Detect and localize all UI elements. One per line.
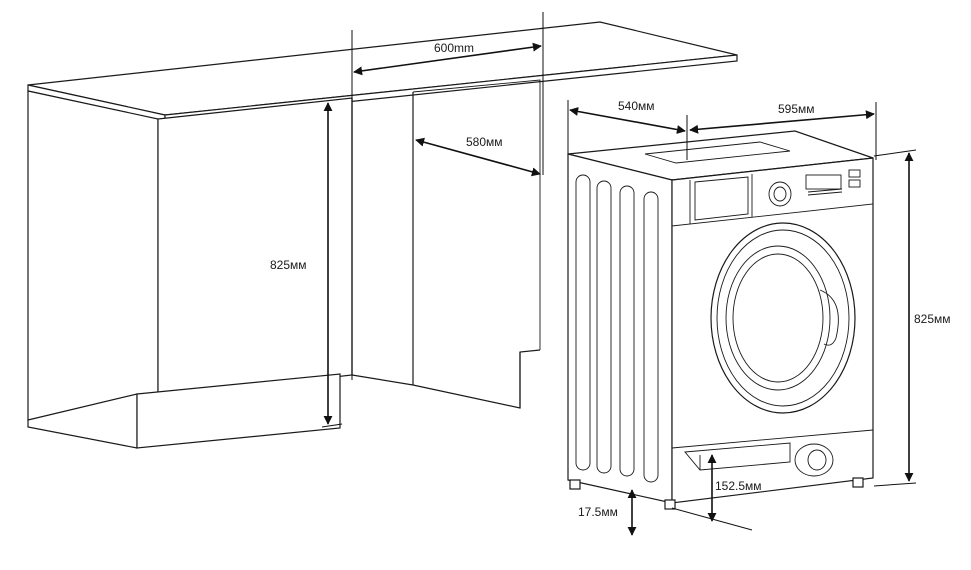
dimension-lines [321,12,917,536]
label-cabinet-depth: 580мм [466,135,503,149]
label-machine-depth: 540мм [618,99,655,113]
label-plinth-height: 152.5мм [715,479,762,493]
dimension-labels: 600mm 580мм 825мм 540мм 595мм 825мм 152.… [270,41,951,519]
label-machine-height: 825мм [914,312,951,326]
label-foot-height: 17.5мм [578,505,618,519]
label-cabinet-width: 600mm [434,41,474,55]
side-ribs [575,174,659,483]
label-machine-width: 595мм [778,102,815,116]
filter-cover-icon [794,443,834,477]
washing-machine [567,130,874,510]
program-knob-icon [768,181,792,207]
display-icon [805,174,842,190]
door [710,222,856,414]
kitchen-cabinet [27,21,738,449]
label-cabinet-height: 825мм [270,258,307,272]
